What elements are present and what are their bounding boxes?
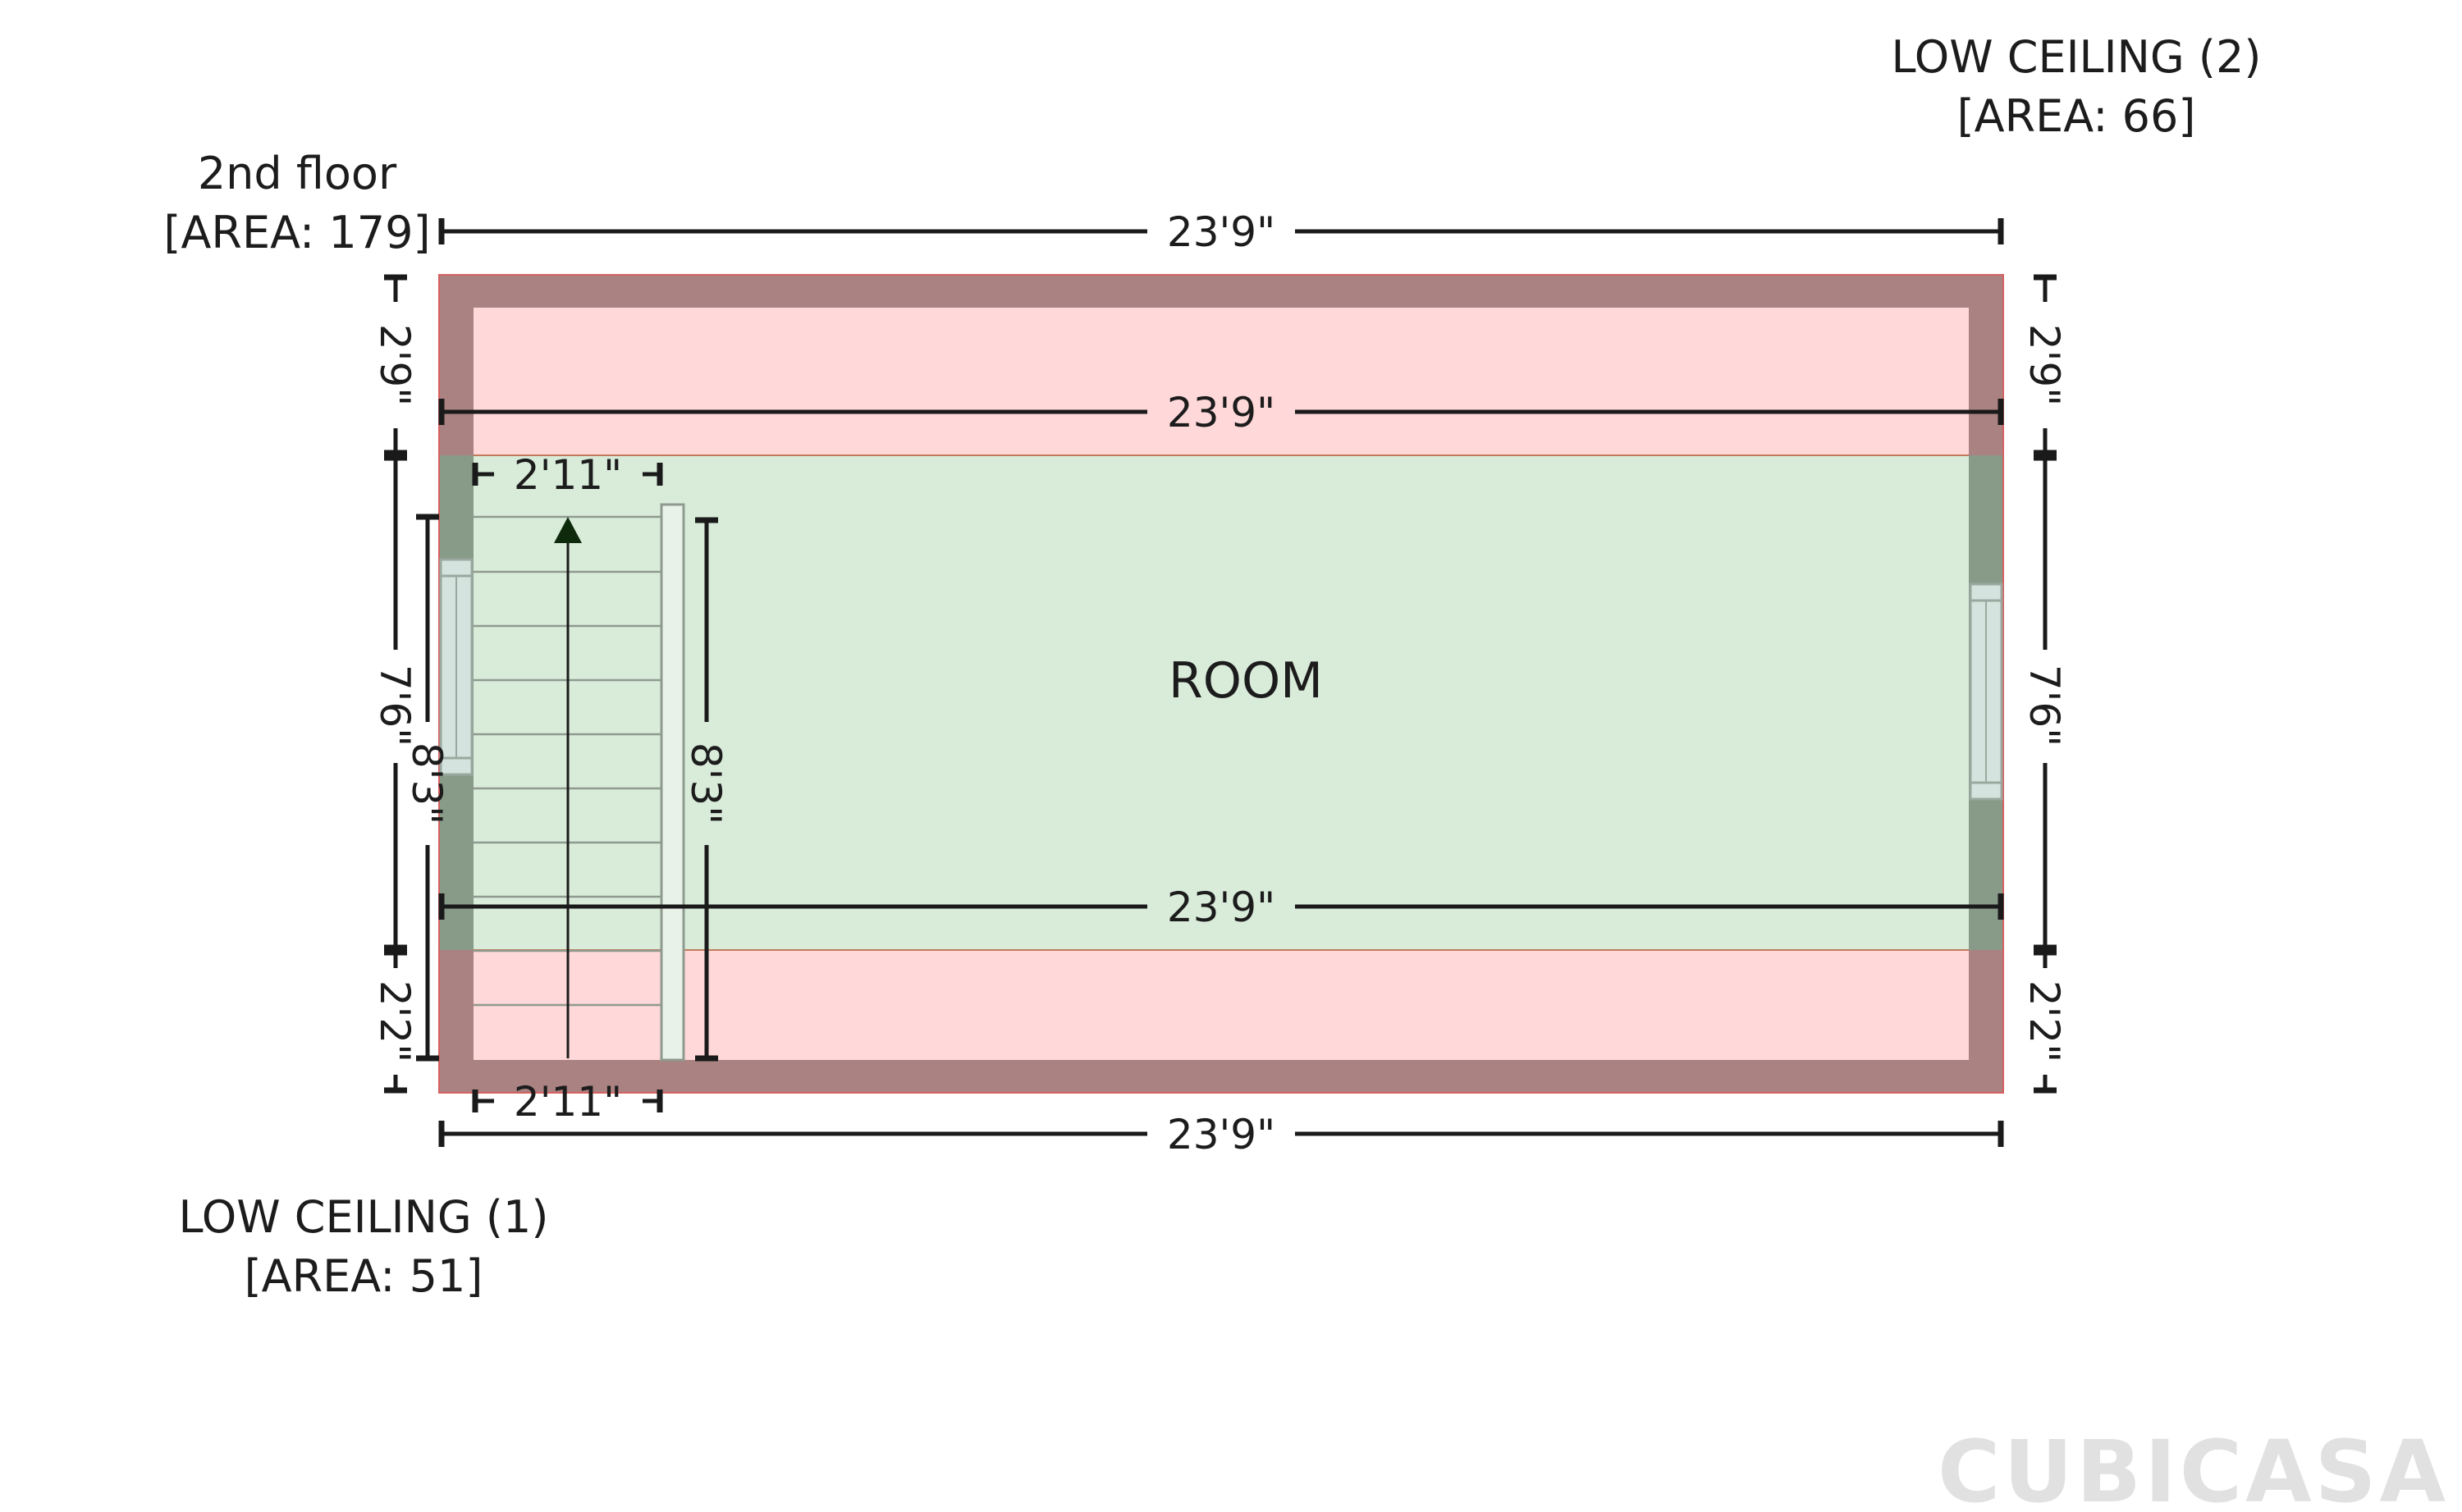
- cubicasa-logo: CUBICASA: [1938, 1422, 2449, 1512]
- dim-stair-width-bottom-label: 2'11": [514, 1078, 622, 1126]
- floor-area: [AREA: 179]: [163, 207, 430, 258]
- low-ceiling-2-name: LOW CEILING (2): [1892, 31, 2262, 83]
- floor-name: 2nd floor: [198, 148, 397, 199]
- dim-upper-inner-width-label: 23'9": [1167, 389, 1275, 436]
- dim-stair-width-bottom: [472, 1089, 663, 1112]
- dim-stair-width-top-label: 2'11": [514, 451, 622, 499]
- dim-left-top: [384, 274, 407, 456]
- dim-stair-width-top: [472, 463, 663, 486]
- window-left: [439, 558, 474, 776]
- dim-right-top-label: 2'9": [2020, 324, 2068, 406]
- low-ceiling-1-name: LOW CEILING (1): [179, 1191, 549, 1243]
- dim-right-bottom-label: 2'2": [2020, 980, 2068, 1062]
- dim-top-width-label: 23'9": [1167, 208, 1275, 256]
- dim-right-mid-label: 7'6": [2020, 665, 2068, 747]
- dim-left-bottom-label: 2'2": [371, 980, 419, 1062]
- dim-left-mid-label: 7'6": [371, 665, 419, 747]
- dim-left-top-label: 2'9": [371, 324, 419, 406]
- dim-lower-inner-width: [438, 893, 2004, 920]
- stair-direction-arrow: [554, 517, 582, 543]
- dim-stair-length-right-label: 8'3": [682, 742, 730, 825]
- dim-stair-length-right: [695, 517, 718, 1062]
- dim-right-mid: [2034, 455, 2057, 951]
- dim-stair-length-left-label: 8'3": [403, 742, 451, 825]
- dim-top-width: [438, 218, 2004, 244]
- dim-stair-length-left: [416, 514, 439, 1062]
- stair-handrail: [660, 503, 685, 1062]
- low-ceiling-2-area: [AREA: 66]: [1957, 90, 2196, 142]
- dim-bottom-width: [438, 1121, 2004, 1147]
- room-zone: [439, 455, 2003, 950]
- window-right: [1969, 582, 2003, 801]
- dim-right-bottom: [2034, 949, 2057, 1094]
- dim-right-top: [2034, 274, 2057, 456]
- room-label: ROOM: [1169, 652, 1323, 710]
- dim-left-mid: [384, 455, 407, 951]
- dim-bottom-width-label: 23'9": [1167, 1111, 1275, 1158]
- dim-lower-inner-width-label: 23'9": [1167, 884, 1275, 931]
- low-ceiling-1-area: [AREA: 51]: [245, 1250, 483, 1302]
- staircase: [474, 503, 685, 1062]
- dim-upper-inner-width: [438, 399, 2004, 425]
- dim-left-bottom: [384, 949, 407, 1094]
